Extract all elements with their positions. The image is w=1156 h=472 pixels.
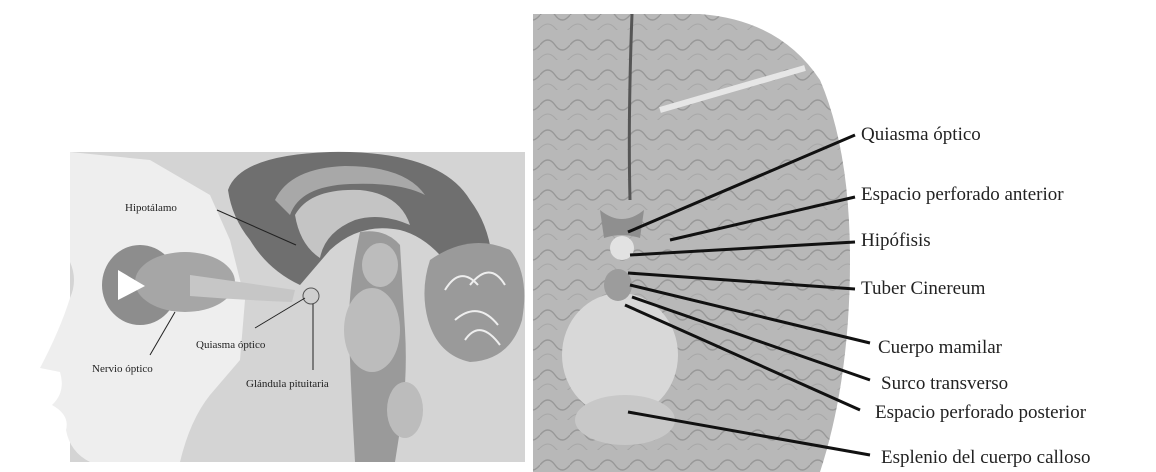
label-optic-nerve: Nervio óptico: [92, 363, 153, 375]
label-anterior-perforated: Espacio perforado anterior: [861, 184, 1064, 205]
gyri-texture: [533, 14, 850, 472]
label-pituitary: Glándula pituitaria: [246, 378, 329, 390]
splenium-area: [575, 395, 675, 445]
sagittal-head-illustration: Hipotálamo Nervio óptico Quiasma óptico …: [40, 152, 525, 462]
lower-stem: [387, 382, 423, 438]
label-splenium: Esplenio del cuerpo calloso: [881, 447, 1090, 468]
medulla: [344, 288, 400, 372]
pituitary-gland: [303, 288, 319, 304]
label-hypothalamus: Hipotálamo: [125, 202, 177, 214]
label-hypophysis: Hipófisis: [861, 230, 931, 251]
label-posterior-perforated: Espacio perforado posterior: [875, 402, 1087, 423]
label-optic-chiasm-right: Quiasma óptico: [861, 124, 981, 145]
mammillary-bodies: [604, 269, 632, 301]
ventral-brain-illustration: Quiasma óptico Espacio perforado anterio…: [533, 14, 1090, 472]
label-mammillary: Cuerpo mamilar: [878, 337, 1003, 358]
label-optic-chiasm-left: Quiasma óptico: [196, 339, 266, 351]
label-tuber: Tuber Cinereum: [861, 278, 986, 299]
label-transverse-sulcus: Surco transverso: [881, 373, 1008, 394]
pons: [362, 243, 398, 287]
